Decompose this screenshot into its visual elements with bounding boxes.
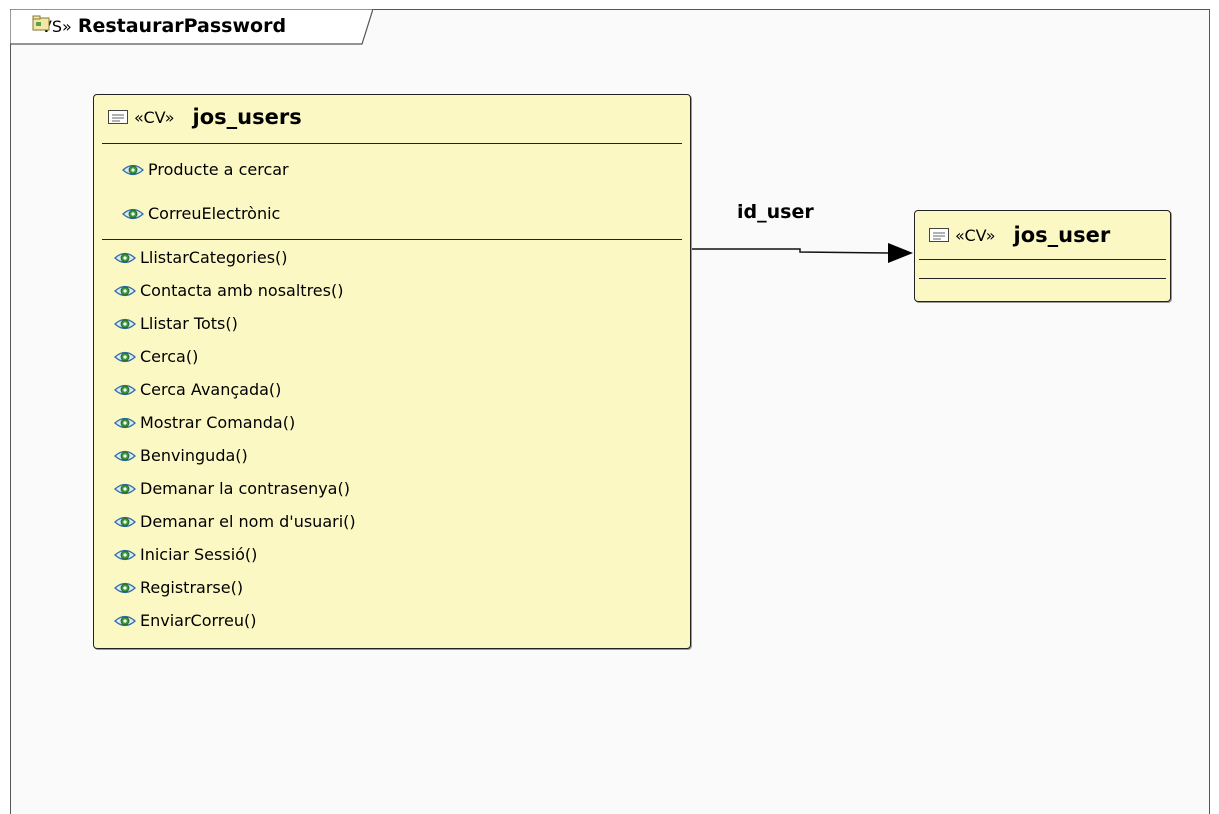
visibility-icon [122, 164, 144, 175]
class-header: «CV» jos_user [929, 223, 1110, 247]
attribute-item[interactable]: CorreuElectrònic [122, 204, 280, 223]
package-name: RestaurarPassword [77, 15, 287, 37]
operation-item-label: Mostrar Comanda() [140, 413, 296, 432]
package-icon [32, 15, 50, 31]
visibility-icon [114, 615, 136, 626]
visibility-icon [114, 516, 136, 527]
class-name: jos_users [192, 105, 302, 129]
visibility-icon [114, 384, 136, 395]
attribute-item-label: CorreuElectrònic [148, 204, 281, 223]
operation-item-label: Llistar Tots() [140, 314, 238, 333]
visibility-icon [114, 318, 136, 329]
visibility-icon [122, 208, 144, 219]
operation-item[interactable]: Benvinguda() [114, 446, 248, 465]
operation-item[interactable]: EnviarCorreu() [114, 611, 257, 630]
operation-item[interactable]: Mostrar Comanda() [114, 413, 295, 432]
operation-item[interactable]: Contacta amb nosaltres() [114, 281, 343, 300]
operation-item-label: Demanar el nom d'usuari() [140, 512, 356, 531]
operation-item-label: Registrarse() [140, 578, 244, 597]
operation-item-label: Benvinguda() [140, 446, 248, 465]
visibility-icon [114, 483, 136, 494]
operation-item[interactable]: Demanar la contrasenya() [114, 479, 350, 498]
operation-item-label: Cerca() [140, 347, 199, 366]
operation-item-label: Iniciar Sessió() [140, 545, 258, 564]
visibility-icon [114, 450, 136, 461]
operation-item[interactable]: Registrarse() [114, 578, 243, 597]
attribute-item[interactable]: Producte a cercar [122, 160, 289, 179]
class-stereotype: «CV» [134, 107, 175, 127]
operation-item-label: EnviarCorreu() [140, 611, 257, 630]
attribute-item-label: Producte a cercar [148, 160, 289, 179]
divider [102, 239, 682, 240]
operation-item[interactable]: LlistarCategories() [114, 248, 288, 267]
divider [919, 259, 1166, 260]
operation-item[interactable]: Iniciar Sessió() [114, 545, 257, 564]
package-tab-outline [10, 9, 373, 45]
association-label: id_user [737, 201, 814, 223]
class-icon [108, 110, 128, 124]
class-icon [929, 228, 949, 242]
package-tab[interactable]: «VS» RestaurarPassword [10, 9, 373, 45]
operation-item[interactable]: Cerca() [114, 347, 198, 366]
visibility-icon [114, 252, 136, 263]
operation-item[interactable]: Demanar el nom d'usuari() [114, 512, 356, 531]
class-jos-user[interactable]: «CV» jos_user [914, 210, 1171, 302]
visibility-icon [114, 351, 136, 362]
divider [102, 143, 682, 144]
operation-item[interactable]: Llistar Tots() [114, 314, 238, 333]
class-name: jos_user [1013, 223, 1111, 247]
class-header: «CV» jos_users [108, 105, 302, 129]
class-stereotype: «CV» [955, 225, 996, 245]
operation-item-label: Demanar la contrasenya() [140, 479, 350, 498]
visibility-icon [114, 417, 136, 428]
visibility-icon [114, 285, 136, 296]
operation-item-label: LlistarCategories() [140, 248, 288, 267]
operation-item[interactable]: Cerca Avançada() [114, 380, 281, 399]
visibility-icon [114, 582, 136, 593]
operation-item-label: Cerca Avançada() [140, 380, 282, 399]
visibility-icon [114, 549, 136, 560]
operation-item-label: Contacta amb nosaltres() [140, 281, 344, 300]
divider [919, 278, 1166, 279]
